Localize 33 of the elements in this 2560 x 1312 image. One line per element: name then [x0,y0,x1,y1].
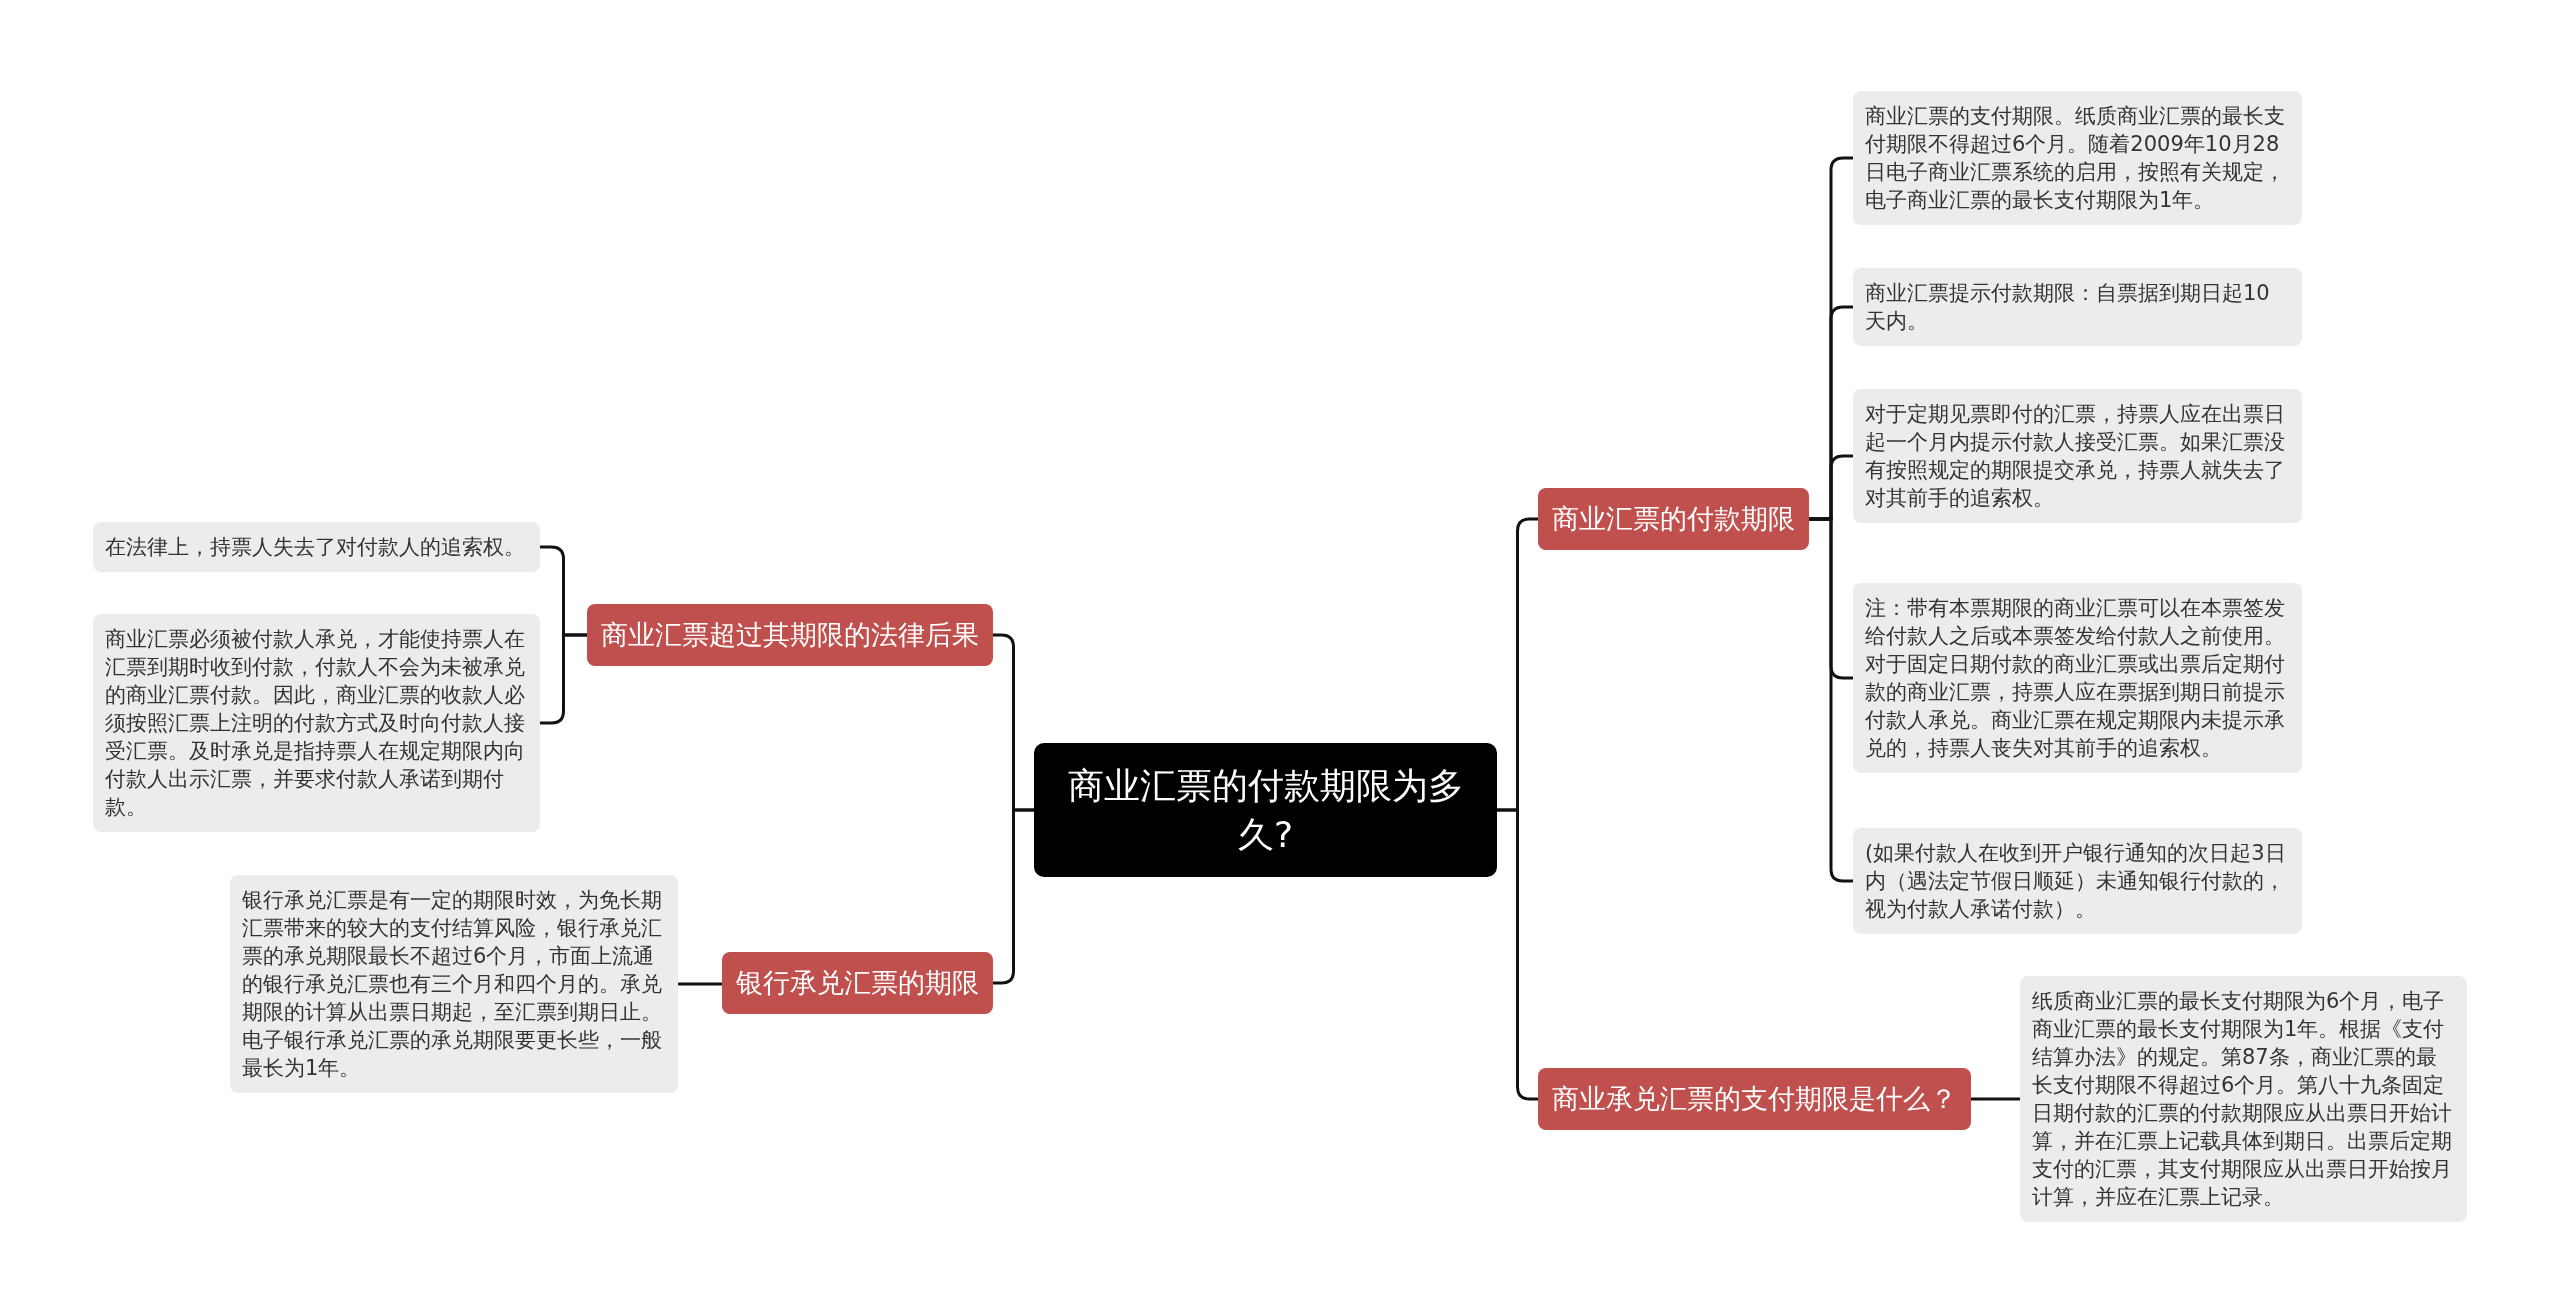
note-box [1853,268,2302,346]
note-box [93,614,540,832]
branch-label: 商业汇票超过其期限的法律后果 [601,618,979,652]
connector-line [540,633,587,725]
central-topic-box [1034,743,1497,877]
note-box [93,522,540,572]
branch-label: 商业汇票的付款期限 [1552,502,1795,536]
connector-line [678,982,722,986]
connector-line [993,808,1034,985]
note-box [1853,91,2302,225]
note-box [1853,583,2302,773]
note-text: 在法律上，持票人失去了对付款人的追索权。 [105,534,526,561]
note-text: 纸质商业汇票的最长支付期限为6个月，电子商业汇票的最长支付期限为1年。根据《支付结算办法》的规定。第87条，商业汇票的最长支付期限不得超过6个月。第八十九条固定日期付款的汇票的付款期限应从出票日开始计算，并在汇票上记载具体到期日。出票后定期支付的汇票，其支付期限应从出票日开始按月计算，并应在汇票上记录。 [2032,988,2453,1211]
note-text: 银行承兑汇票是有一定的期限时效，为免长期汇票带来的较大的支付结算风险，银行承兑汇票的承兑期限最长不超过6个月，市面上流通的银行承兑汇票也有三个月和四个月的。承兑期限的计算从出票日期起，至汇票到期日止。电子银行承兑汇票的承兑期限要更长些，一般最长为1年。 [242,887,663,1082]
note-text: 对于定期见票即付的汇票，持票人应在出票日起一个月内提示付款人接受汇票。如果汇票没有按照规定的期限提交承兑，持票人就失去了对其前手的追索权。 [1865,401,2286,512]
note-box [1853,828,2302,934]
connector-line [1809,517,1853,883]
note-text: 商业汇票必须被付款人承兑，才能使持票人在汇票到期时收到付款，付款人不会为未被承兑的商业汇票付款。因此，商业汇票的收款人必须按照汇票上注明的付款方式及时向付款人接受汇票。及时承兑是指持票人在规定期限内向付款人出示汇票，并要求付款人承诺到期付款。 [105,626,526,821]
note-text: 注：带有本票期限的商业汇票可以在本票签发给付款人之后或本票签发给付款人之前使用。对于固定日期付款的商业汇票或出票后定期付款的商业汇票，持票人应在票据到期日前提示付款人承兑。商业汇票在规定期限内未提示承兑的，持票人丧失对其前手的追索权。 [1865,595,2286,762]
branch-label: 商业承兑汇票的支付期限是什么？ [1552,1082,1957,1116]
topic-title: 商业汇票的付款期限为多久? [1066,764,1465,857]
branch-topic-box [722,952,993,1014]
branch-topic-box [1538,488,1809,550]
branch-topic-box [1538,1068,1971,1130]
note-text: 商业汇票的支付期限。纸质商业汇票的最长支付期限不得超过6个月。随着2009年10月28日电子商业汇票系统的启用，按照有关规定，电子商业汇票的最长支付期限为1年。 [1865,103,2286,214]
note-text: 商业汇票提示付款期限：自票据到期日起10天内。 [1865,280,2271,335]
connector-line [1497,808,1538,1101]
branch-label: 银行承兑汇票的期限 [736,966,979,1000]
note-text: (如果付款人在收到开户银行通知的次日起3日内（遇法定节假日顺延）未通知银行付款的，视为付款人承诺付款）。 [1865,840,2287,923]
note-box [1853,389,2302,523]
branch-topic-box [587,604,993,666]
connector-line [1971,1097,2020,1101]
note-box [230,875,678,1093]
